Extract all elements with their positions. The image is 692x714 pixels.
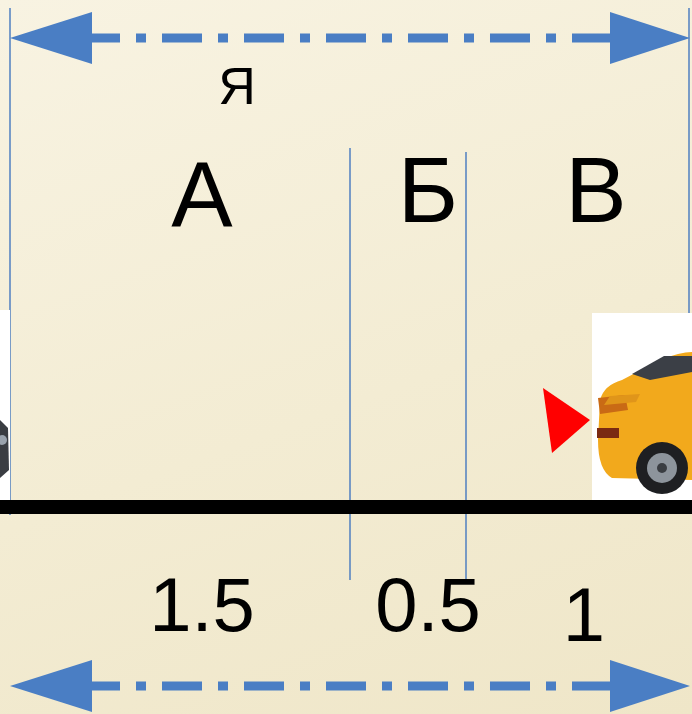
dimension-line [80,34,620,43]
dimension-value: 1 [563,577,605,653]
arrowhead [610,660,690,712]
segment-letter: А [171,149,232,241]
arrowhead [610,12,690,64]
segment-letter: Я [218,60,256,112]
guide-line [465,152,467,580]
direction-marker [543,388,590,453]
dimension-value: 0.5 [375,567,481,643]
road-line [0,500,692,514]
car-left [0,310,10,502]
dimension-value: 1.5 [149,567,255,643]
arrowhead [10,660,92,712]
car-right [592,313,692,503]
segment-letter: В [565,144,626,236]
segment-letter: Б [398,144,458,236]
arrowhead [10,12,92,64]
dimension-line [80,682,620,691]
guide-line [349,148,351,580]
